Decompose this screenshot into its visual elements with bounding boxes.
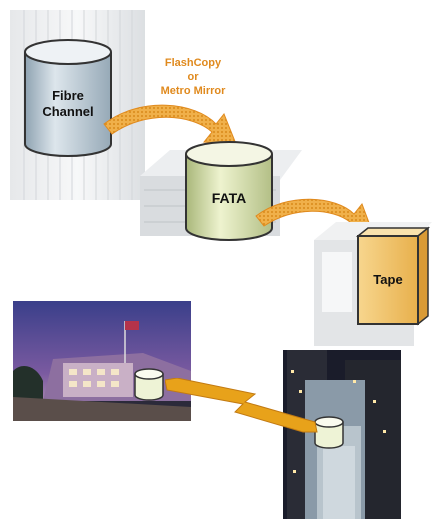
- fibre-channel-label-line1: Fibre: [52, 88, 84, 103]
- copy-method-line1: FlashCopy: [164, 57, 222, 69]
- copy-method-line2: or: [187, 71, 199, 83]
- tape-label: Tape: [373, 272, 403, 287]
- fibre-channel-label-line2: Channel: [42, 104, 94, 119]
- building-photo-image: [13, 301, 191, 421]
- tape-box-icon: [355, 226, 431, 326]
- fata-cylinder-icon: [185, 141, 273, 241]
- fibre-channel-cylinder-icon: [24, 39, 112, 157]
- storage-cylinder-icon: [314, 416, 344, 449]
- storage-cylinder-icon: [134, 368, 164, 401]
- city-photo-image: [283, 350, 401, 519]
- lightning-link-icon: [165, 378, 318, 433]
- copy-method-line3: Metro Mirror: [160, 85, 226, 97]
- fata-label: FATA: [211, 190, 247, 206]
